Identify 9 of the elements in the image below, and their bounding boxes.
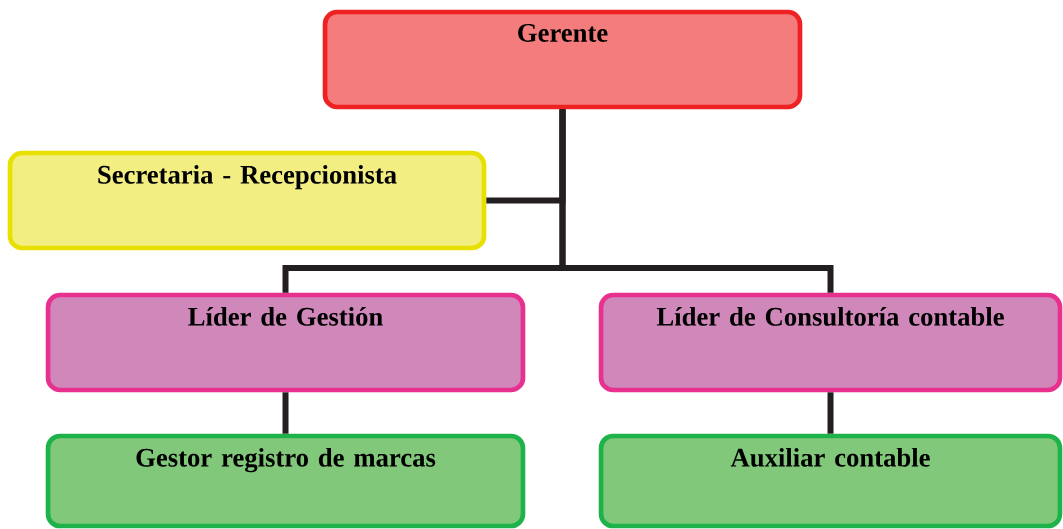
manager-box: Gerente bbox=[322, 9, 803, 110]
role-box: Gestor registro de marcas bbox=[45, 433, 526, 529]
connector-line bbox=[282, 392, 289, 434]
role-box: Secretaria - Recepcionista bbox=[7, 150, 487, 251]
role-box: Auxiliar contable bbox=[598, 433, 1063, 529]
role-box: Líder de Consultoría contable bbox=[598, 292, 1063, 393]
connector-line bbox=[559, 109, 834, 293]
connector-line bbox=[827, 392, 834, 434]
role-box: Líder de Gestión bbox=[45, 292, 526, 393]
